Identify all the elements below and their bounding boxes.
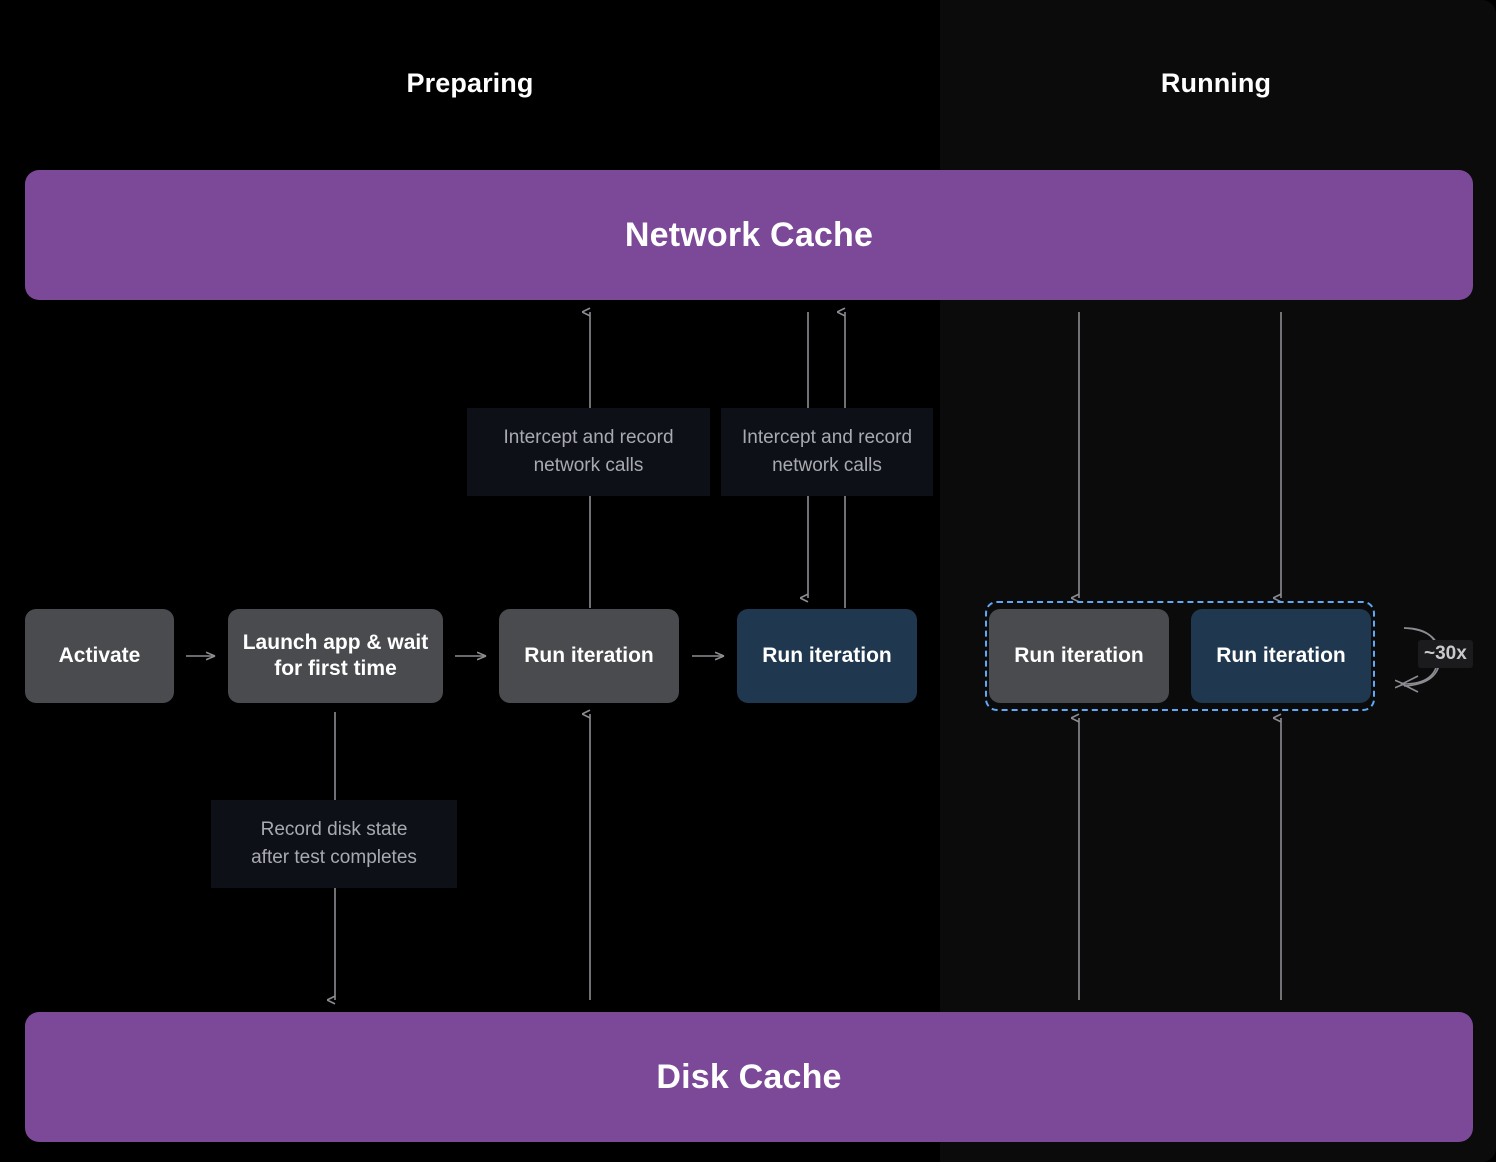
loop-repeat-count-badge: ~30x	[1418, 640, 1473, 668]
annotation-text: Intercept and record network calls	[742, 424, 912, 479]
node-launch-app[interactable]: Launch app & wait for first time	[228, 609, 443, 703]
node-label: Run iteration	[1216, 644, 1346, 668]
column-header-preparing: Preparing	[406, 68, 534, 98]
annotation-text: Record disk state after test completes	[251, 816, 417, 871]
annotation-line-1: Intercept and record	[503, 427, 674, 449]
annotation-line-1: Record disk state	[260, 819, 408, 841]
node-label: Run iteration	[762, 644, 892, 668]
annotation-line-2: after test completes	[251, 847, 417, 868]
annotation-record-disk-state: Record disk state after test completes	[211, 800, 457, 888]
annotation-line-1: Intercept and record	[741, 427, 913, 449]
disk-cache-bar[interactable]: Disk Cache	[25, 1012, 1473, 1142]
network-cache-bar[interactable]: Network Cache	[25, 170, 1473, 300]
node-label: Run iteration	[524, 644, 654, 668]
node-activate[interactable]: Activate	[25, 609, 174, 703]
network-cache-label: Network Cache	[624, 215, 874, 254]
annotation-text: Intercept and record network calls	[503, 424, 673, 479]
annotation-line-2: network calls	[533, 455, 644, 476]
node-run-iteration-prep-2[interactable]: Run iteration	[737, 609, 917, 703]
annotation-line-2: network calls	[772, 455, 882, 476]
column-header-running: Running	[1160, 68, 1272, 98]
node-label: Activate	[58, 644, 141, 668]
node-label: Launch app & wait for first time	[242, 631, 429, 680]
node-run-iteration-running-1[interactable]: Run iteration	[989, 609, 1169, 703]
disk-cache-label: Disk Cache	[656, 1057, 842, 1096]
annotation-intercept-record-2: Intercept and record network calls	[721, 408, 933, 496]
node-run-iteration-running-2[interactable]: Run iteration	[1191, 609, 1371, 703]
node-label: Run iteration	[1014, 644, 1144, 668]
node-run-iteration-prep-1[interactable]: Run iteration	[499, 609, 679, 703]
loop-region-boundary	[985, 601, 1375, 711]
annotation-intercept-record-1: Intercept and record network calls	[467, 408, 710, 496]
